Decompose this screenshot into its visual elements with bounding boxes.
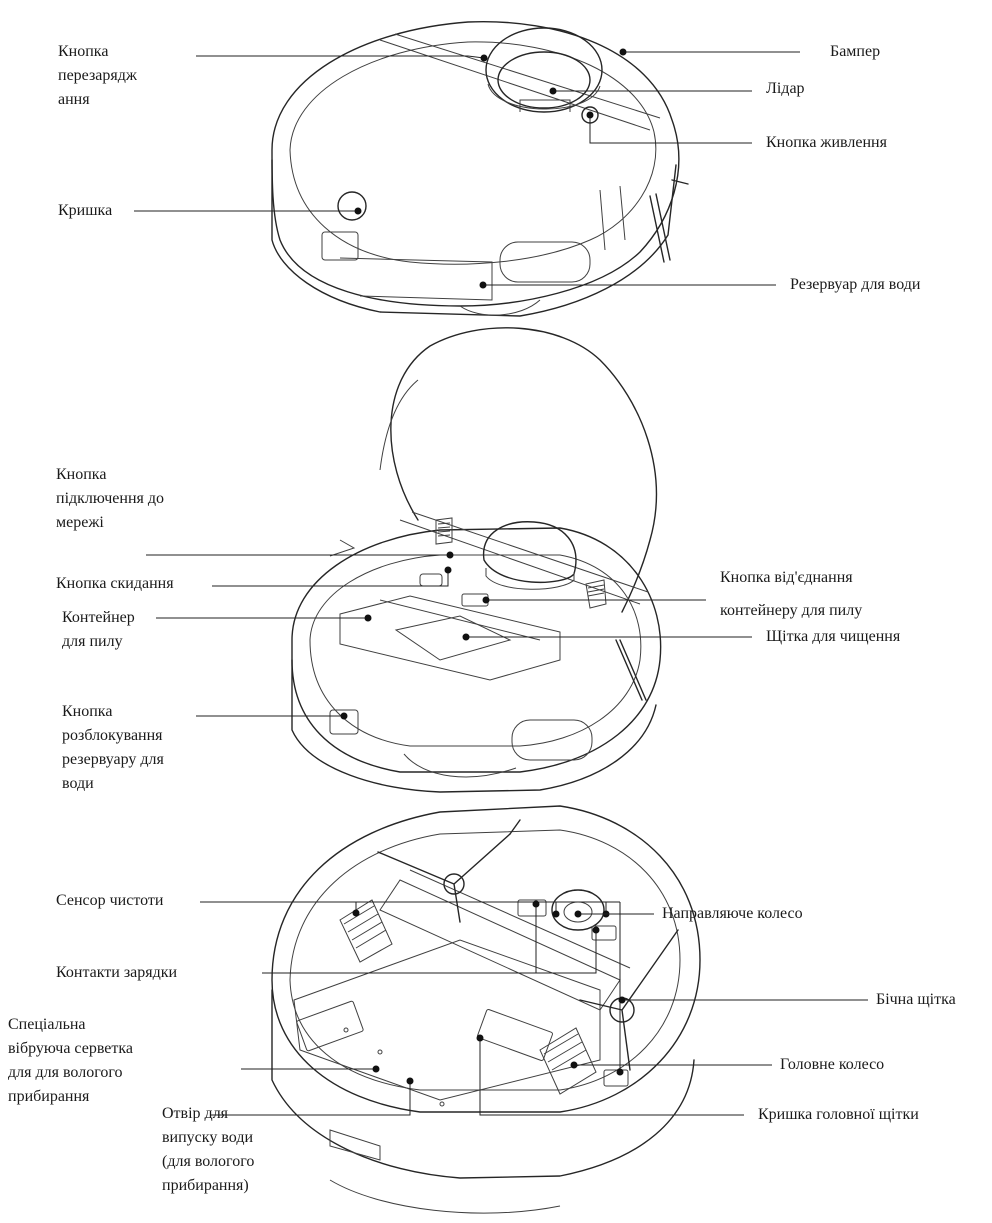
cliff-sensor-dot-4	[616, 1068, 624, 1076]
main-wheel-dot	[570, 1061, 578, 1069]
container-release-dot	[482, 596, 490, 604]
lidar-dot	[549, 87, 557, 95]
robot-top-view	[271, 20, 689, 317]
cliff-sensor-dot-2	[552, 910, 560, 918]
label-container-release-button: Кнопка від'єднання контейнеру для пилу	[720, 569, 863, 619]
guide-wheel-dot	[574, 910, 582, 918]
recharge-button-dot	[480, 54, 488, 62]
label-reset-button: Кнопка скидання	[56, 575, 174, 592]
leader-lines-figure1	[134, 48, 800, 289]
label-lidar: Лідар	[766, 80, 805, 97]
cover-dot	[354, 207, 362, 215]
label-cliff-sensor: Сенсор чистоти	[56, 892, 164, 909]
label-guide-wheel: Направляюче колесо	[662, 905, 803, 922]
cleaning-brush-dot	[462, 633, 470, 641]
leader-lines-figure3	[200, 900, 868, 1116]
label-main-wheel: Головне колесо	[780, 1056, 885, 1073]
label-bumper: Бампер	[830, 43, 881, 60]
label-recharge-button: Кнопка перезарядж ання	[58, 43, 137, 108]
vibrating-mop-dot	[372, 1065, 380, 1073]
label-main-brush-cover: Кришка головної щітки	[758, 1106, 919, 1123]
dust-container-dot	[364, 614, 372, 622]
robot-bottom-view	[271, 805, 701, 1214]
label-water-outlet: Отвір для випуску води (для вологого при…	[162, 1105, 255, 1194]
network-button-dot	[446, 551, 454, 559]
water-tank-dot	[479, 281, 487, 289]
robot-open-lid-view	[291, 327, 662, 793]
label-vibrating-mop: Спеціальна вібруюча серветка для для вол…	[8, 1016, 134, 1105]
label-cleaning-brush: Щітка для чищення	[766, 628, 901, 645]
bumper-dot	[619, 48, 627, 56]
leader-lines-figure2	[146, 551, 752, 720]
label-power-button: Кнопка живлення	[766, 134, 887, 151]
label-water-tank: Резервуар для води	[790, 276, 921, 293]
label-dust-container: Контейнер для пилу	[62, 609, 135, 650]
label-network-button: Кнопка підключення до мережі	[56, 466, 165, 531]
charging-contact-dot-1	[592, 926, 600, 934]
label-side-brush: Бічна щітка	[876, 991, 956, 1008]
power-button-dot	[586, 111, 594, 119]
label-charging-contacts: Контакти зарядки	[56, 964, 178, 981]
cliff-sensor-dot-1	[352, 909, 360, 917]
charging-contact-dot-2	[532, 900, 540, 908]
side-brush-dot	[618, 996, 626, 1004]
main-brush-cover-dot	[476, 1034, 484, 1042]
tank-unlock-dot	[340, 712, 348, 720]
label-cover: Кришка	[58, 202, 113, 219]
water-outlet-dot	[406, 1077, 414, 1085]
label-tank-unlock-button: Кнопка розблокування резервуару для води	[62, 703, 164, 792]
reset-button-dot	[444, 566, 452, 574]
